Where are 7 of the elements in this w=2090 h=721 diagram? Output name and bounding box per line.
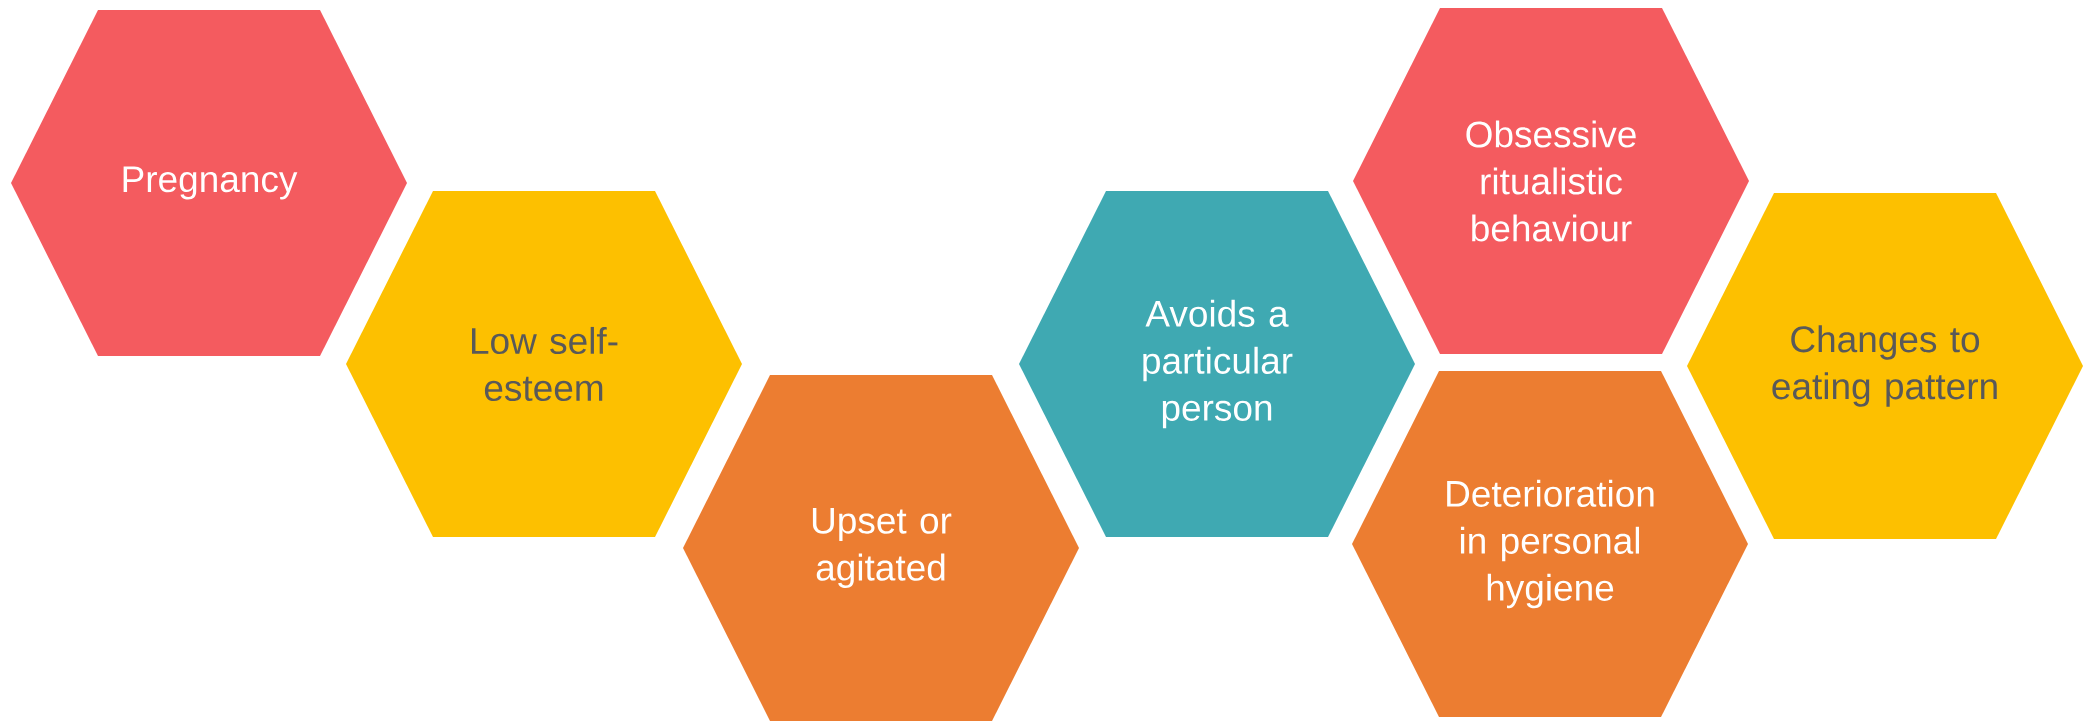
hexagon: Avoids a particular person bbox=[1019, 191, 1415, 537]
hexagon: Upset or agitated bbox=[683, 375, 1079, 721]
hexagon: Obsessive ritualistic behaviour bbox=[1353, 8, 1749, 354]
hexagon: Changes to eating pattern bbox=[1687, 193, 2083, 539]
hexagon: Deterioration in personal hygiene bbox=[1352, 371, 1748, 717]
hexagon: Pregnancy bbox=[11, 10, 407, 356]
hexagon: Low self-esteem bbox=[346, 191, 742, 537]
